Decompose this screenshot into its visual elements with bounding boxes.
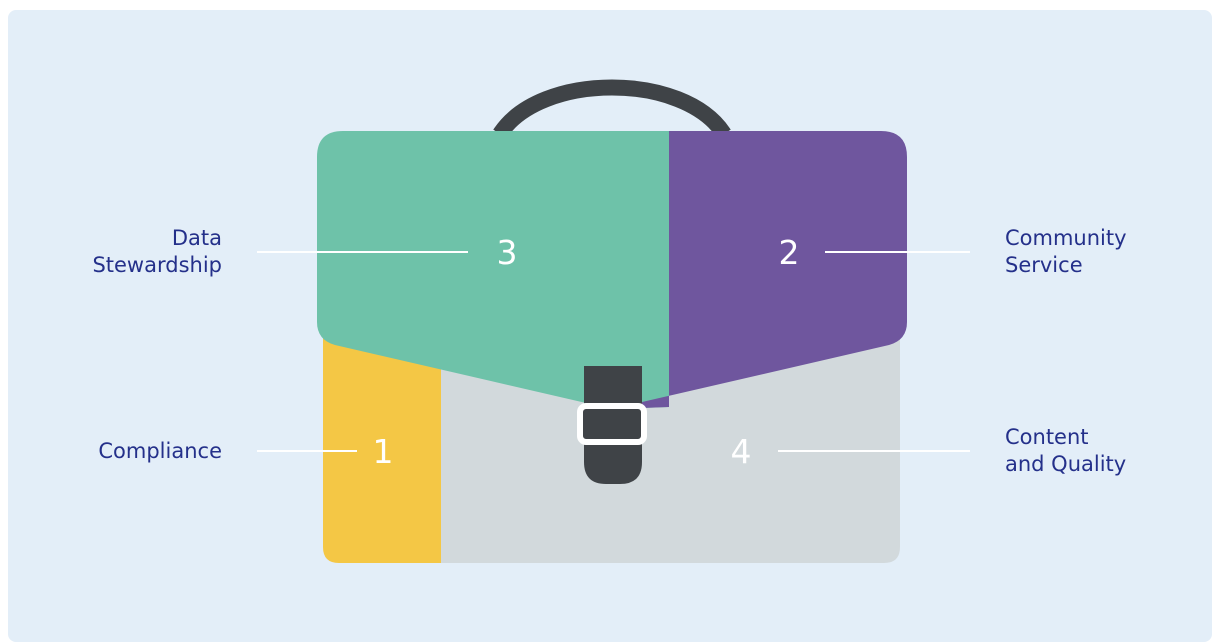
section-2-label: Community Service <box>1005 225 1127 279</box>
section-4-number: 4 <box>731 432 752 471</box>
section-1-number: 1 <box>373 432 394 471</box>
buckle-frame <box>580 406 644 442</box>
section-3-number: 3 <box>497 233 518 272</box>
section-3-label: Data Stewardship <box>92 225 222 279</box>
handle-icon <box>500 88 724 135</box>
section-2-number: 2 <box>779 233 800 272</box>
section-1-label: Compliance <box>98 438 222 465</box>
section-4-label: Content and Quality <box>1005 424 1126 478</box>
